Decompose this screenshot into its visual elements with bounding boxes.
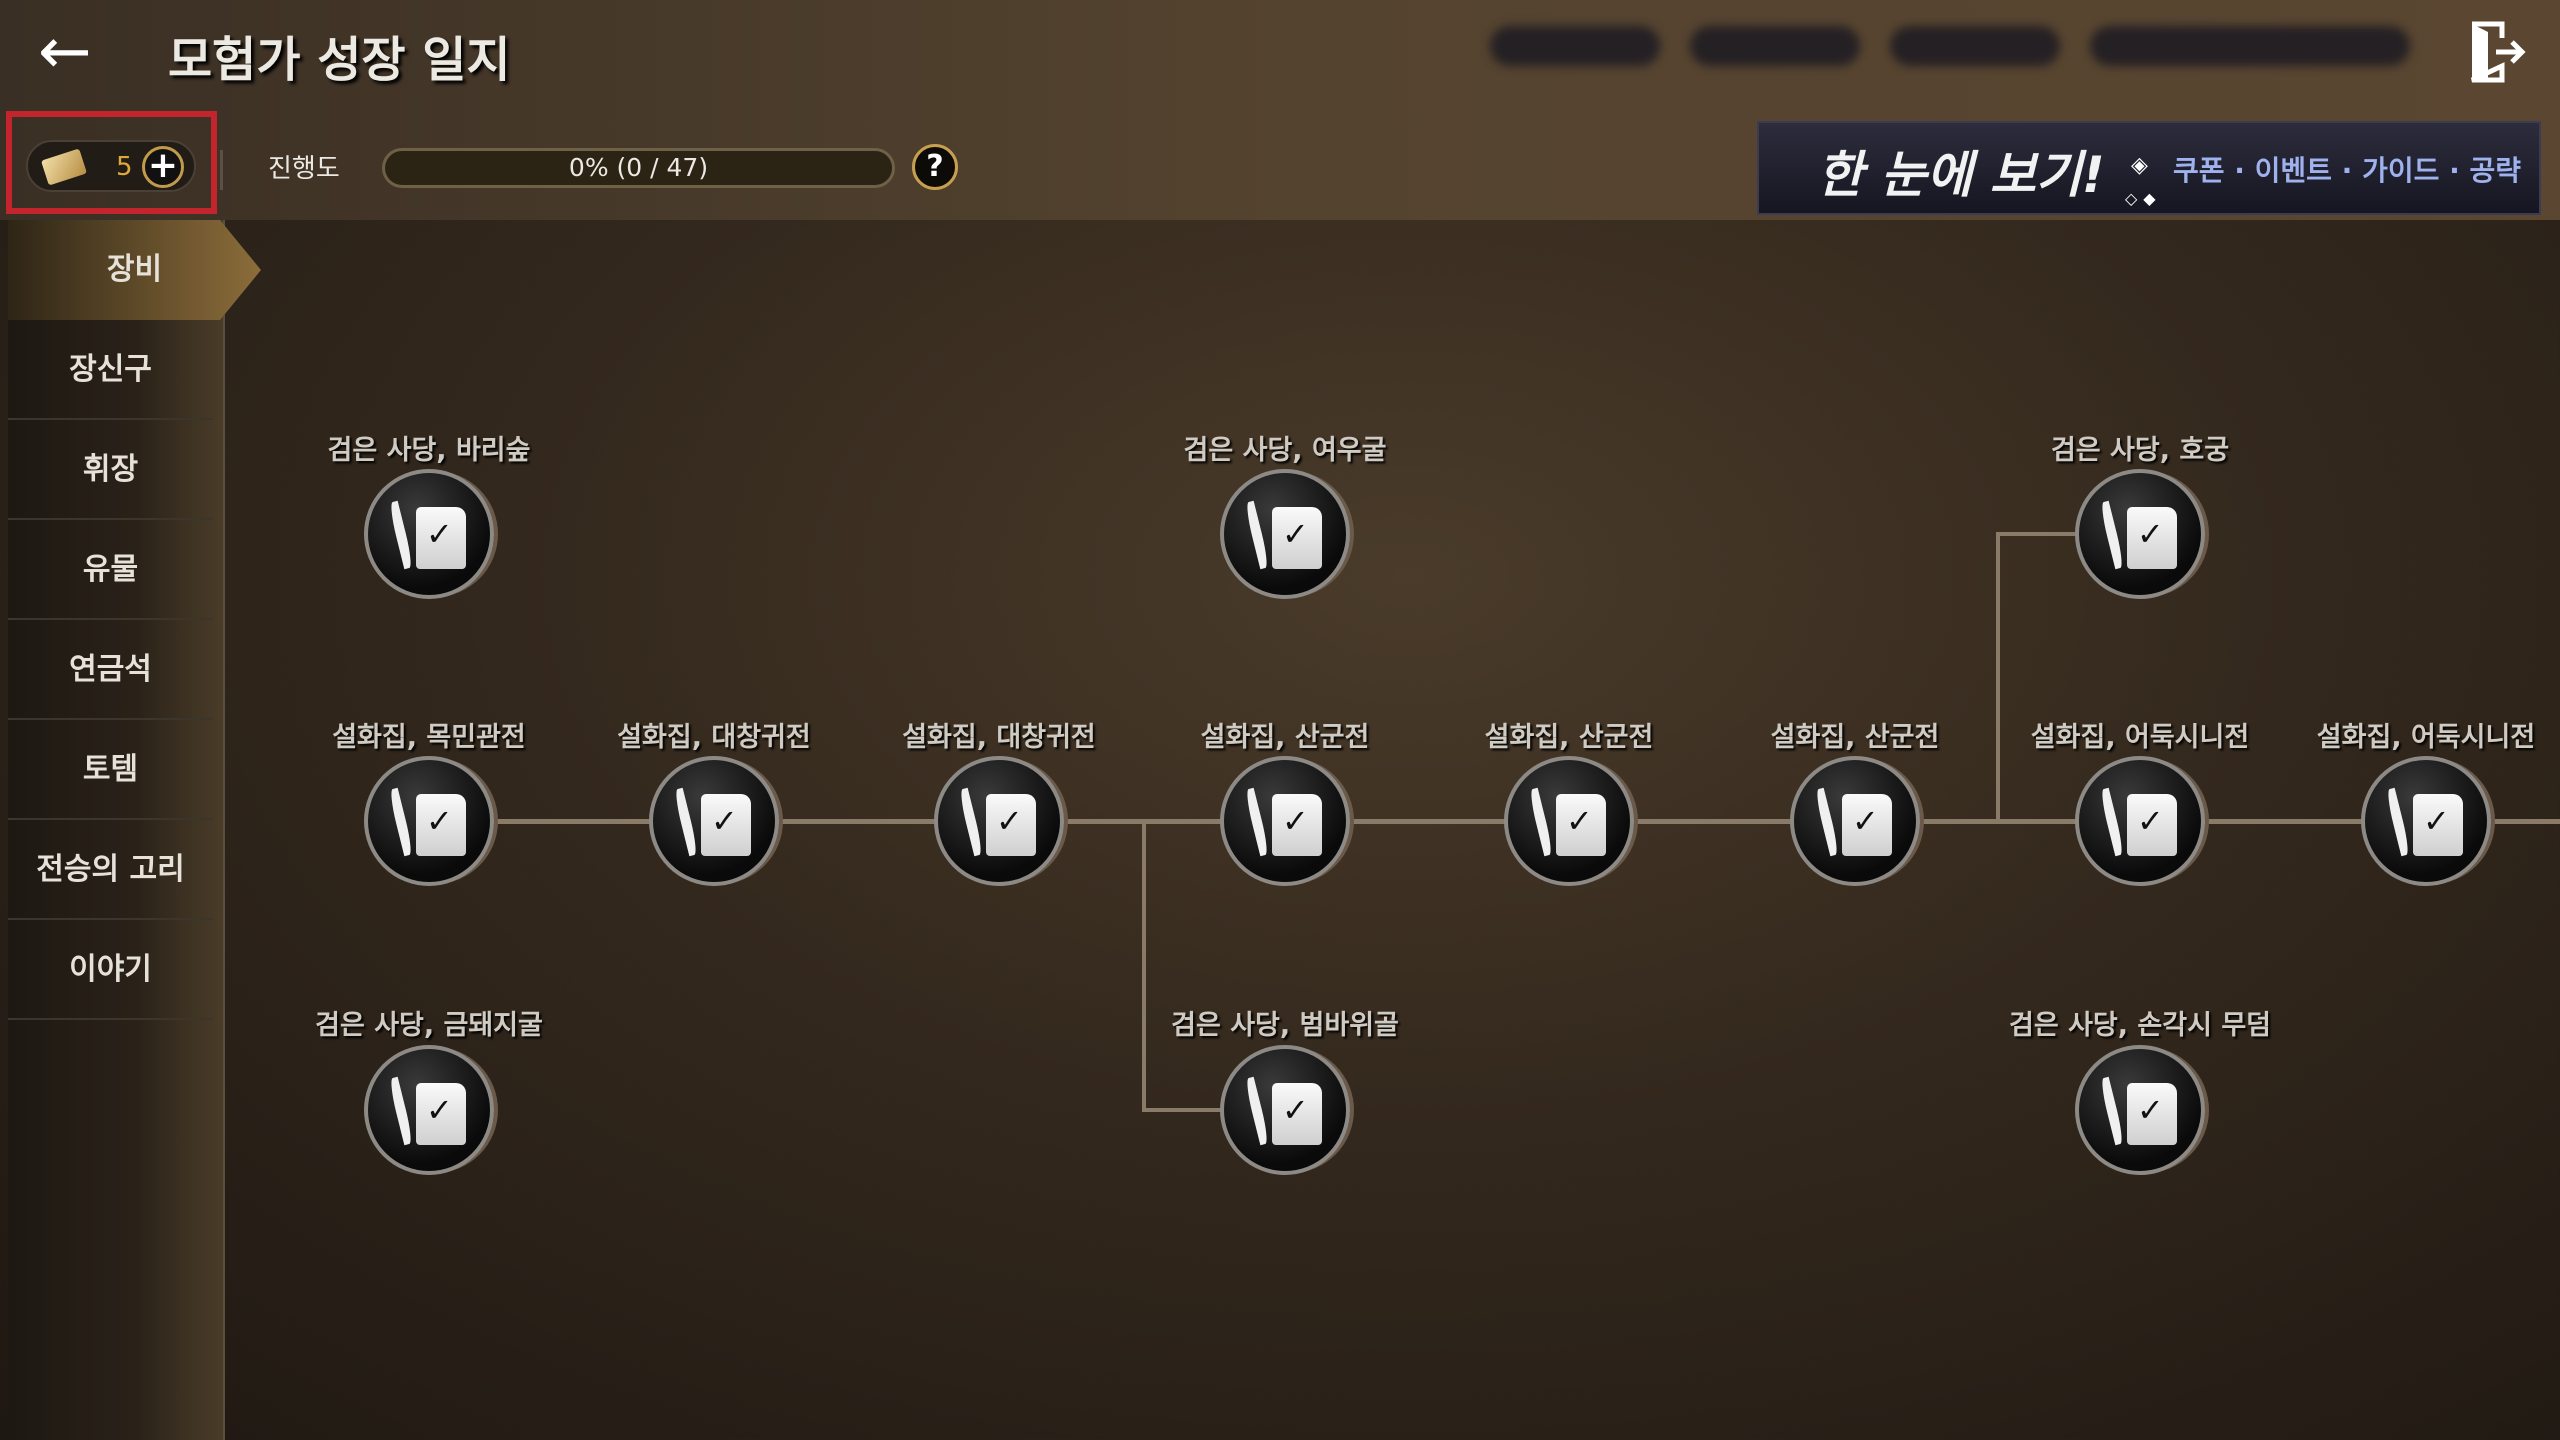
journal-node[interactable] bbox=[649, 756, 779, 886]
currency-pill-1 bbox=[1490, 26, 1660, 66]
node-label: 설화집, 산군전 bbox=[1484, 722, 1654, 753]
quill-icon bbox=[387, 787, 415, 857]
banner-page-dots[interactable]: ◇◆ bbox=[2125, 189, 2162, 208]
sidebar-item-legend-ring[interactable]: 전승의 고리 bbox=[8, 820, 213, 920]
node-label: 검은 사당, 여우굴 bbox=[1183, 435, 1387, 466]
overview-banner[interactable]: 한 눈에 보기! ◈ 쿠폰 · 이벤트 · 가이드 · 공략 ◇◆ bbox=[1757, 121, 2541, 215]
currency-pill-2 bbox=[1690, 26, 1860, 66]
progress-bar: 0% (0 / 47) bbox=[382, 148, 895, 188]
page-title: 모험가 성장 일지 bbox=[168, 32, 511, 88]
checked-scroll-icon bbox=[1842, 794, 1892, 856]
journal-node[interactable] bbox=[2075, 756, 2205, 886]
checked-scroll-icon bbox=[2127, 507, 2177, 569]
quill-icon bbox=[1527, 787, 1555, 857]
quill-icon bbox=[2098, 1076, 2126, 1146]
quill-icon bbox=[387, 500, 415, 570]
sidebar-item-relic[interactable]: 유물 bbox=[8, 520, 213, 620]
ticket-count: 5 bbox=[116, 152, 133, 182]
quill-icon bbox=[387, 1076, 415, 1146]
back-arrow-icon[interactable]: ← bbox=[38, 15, 92, 89]
currency-pill-3 bbox=[1890, 26, 2060, 66]
banner-links: 쿠폰 · 이벤트 · 가이드 · 공략 bbox=[2173, 154, 2521, 187]
exit-door-icon[interactable] bbox=[2466, 20, 2526, 84]
journal-node[interactable] bbox=[364, 469, 494, 599]
divider bbox=[220, 150, 223, 190]
banner-headline: 한 눈에 보기! bbox=[1817, 146, 2105, 204]
checked-scroll-icon bbox=[1272, 507, 1322, 569]
journal-node[interactable] bbox=[1790, 756, 1920, 886]
node-label: 설화집, 어둑시니전 bbox=[2030, 722, 2250, 753]
ticket-highlight-box bbox=[6, 111, 217, 214]
quill-icon bbox=[1243, 500, 1271, 570]
checked-scroll-icon bbox=[701, 794, 751, 856]
journal-node[interactable] bbox=[364, 756, 494, 886]
node-label: 검은 사당, 바리숲 bbox=[327, 435, 531, 466]
checked-scroll-icon bbox=[416, 794, 466, 856]
currency-pill-4 bbox=[2090, 26, 2410, 66]
quill-icon bbox=[2384, 787, 2412, 857]
sidebar-item-emblem[interactable]: 휘장 bbox=[8, 420, 213, 520]
checked-scroll-icon bbox=[416, 507, 466, 569]
sidebar-item-totem[interactable]: 토템 bbox=[8, 720, 213, 820]
connector-line bbox=[1142, 821, 1146, 1111]
quill-icon bbox=[957, 787, 985, 857]
checked-scroll-icon bbox=[2127, 794, 2177, 856]
node-label: 검은 사당, 범바위골 bbox=[1171, 1010, 1399, 1041]
connector-line bbox=[1996, 532, 2140, 536]
category-sidebar: 장비 장신구 휘장 유물 연금석 토템 전승의 고리 이야기 bbox=[8, 220, 261, 1440]
journal-node[interactable] bbox=[1220, 469, 1350, 599]
journal-node[interactable] bbox=[1220, 756, 1350, 886]
journal-node[interactable] bbox=[2075, 469, 2205, 599]
journal-node[interactable] bbox=[2075, 1045, 2205, 1175]
journal-node[interactable] bbox=[1504, 756, 1634, 886]
journal-node[interactable] bbox=[934, 756, 1064, 886]
quill-icon bbox=[672, 787, 700, 857]
sidebar-item-accessory[interactable]: 장신구 bbox=[8, 320, 213, 420]
node-label: 설화집, 목민관전 bbox=[332, 722, 526, 753]
sidebar-item-equipment[interactable]: 장비 bbox=[8, 220, 261, 320]
checked-scroll-icon bbox=[2127, 1083, 2177, 1145]
checked-scroll-icon bbox=[1556, 794, 1606, 856]
ticket-icon bbox=[40, 148, 88, 186]
checked-scroll-icon bbox=[986, 794, 1036, 856]
add-ticket-button[interactable]: + bbox=[142, 146, 184, 188]
checked-scroll-icon bbox=[1272, 1083, 1322, 1145]
node-label: 설화집, 대창귀전 bbox=[902, 722, 1096, 753]
connector-line bbox=[429, 819, 2560, 824]
quill-icon bbox=[2098, 787, 2126, 857]
journal-node[interactable] bbox=[2361, 756, 2491, 886]
node-label: 검은 사당, 금돼지굴 bbox=[315, 1010, 543, 1041]
node-label: 검은 사당, 호궁 bbox=[2050, 435, 2230, 466]
connector-line bbox=[1142, 1108, 1285, 1112]
sidebar-item-alchemy-stone[interactable]: 연금석 bbox=[8, 620, 213, 720]
connector-line bbox=[1996, 532, 2000, 822]
progress-label: 진행도 bbox=[268, 154, 340, 184]
node-label: 설화집, 어둑시니전 bbox=[2316, 722, 2536, 753]
checked-scroll-icon bbox=[2413, 794, 2463, 856]
quill-icon bbox=[1243, 1076, 1271, 1146]
node-label: 설화집, 산군전 bbox=[1770, 722, 1940, 753]
checked-scroll-icon bbox=[416, 1083, 466, 1145]
journal-node[interactable] bbox=[1220, 1045, 1350, 1175]
node-label: 설화집, 대창귀전 bbox=[617, 722, 811, 753]
node-label: 검은 사당, 손각시 무덤 bbox=[2008, 1010, 2272, 1041]
quill-icon bbox=[2098, 500, 2126, 570]
journal-node[interactable] bbox=[364, 1045, 494, 1175]
help-button[interactable]: ? bbox=[912, 144, 958, 190]
quill-icon bbox=[1243, 787, 1271, 857]
ticket-counter: 5 + bbox=[26, 140, 196, 192]
checked-scroll-icon bbox=[1272, 794, 1322, 856]
diamond-icon: ◈ bbox=[2131, 153, 2148, 178]
node-label: 설화집, 산군전 bbox=[1200, 722, 1370, 753]
quill-icon bbox=[1813, 787, 1841, 857]
sidebar-item-story[interactable]: 이야기 bbox=[8, 920, 213, 1020]
